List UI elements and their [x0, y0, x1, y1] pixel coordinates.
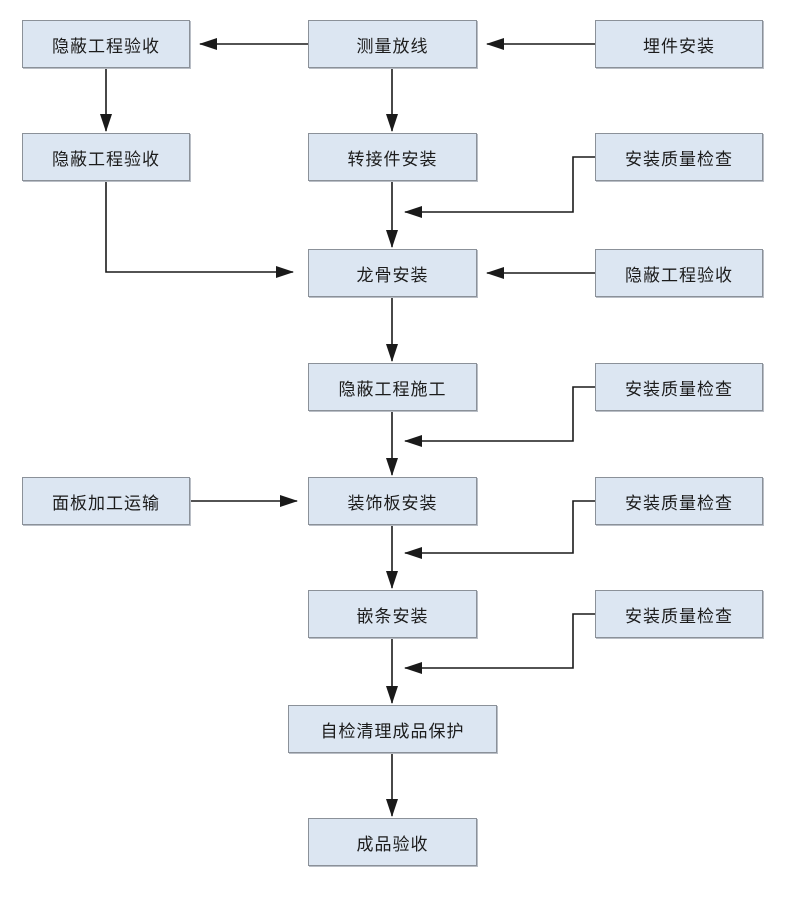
node-adapter-installation: 转接件安装: [308, 133, 477, 181]
node-concealed-work-acceptance-1: 隐蔽工程验收: [22, 20, 190, 68]
node-decorative-panel-installation: 装饰板安装: [308, 477, 477, 525]
arrow-acceptance2-to-keel: [105, 181, 294, 278]
node-concealed-work-acceptance-3: 隐蔽工程验收: [595, 249, 763, 297]
node-panel-processing-transport: 面板加工运输: [22, 477, 190, 525]
node-installation-quality-check-4: 安装质量检查: [595, 590, 763, 638]
node-finished-product-acceptance: 成品验收: [308, 818, 477, 866]
node-self-check-cleanup-product-protection: 自检清理成品保护: [288, 705, 497, 753]
node-installation-quality-check-2: 安装质量检查: [595, 363, 763, 411]
node-concealed-work-acceptance-2: 隐蔽工程验收: [22, 133, 190, 181]
node-embedded-parts-installation: 埋件安装: [595, 20, 763, 68]
node-survey-setting-out: 测量放线: [308, 20, 477, 68]
node-trim-strip-installation: 嵌条安装: [308, 590, 477, 638]
node-installation-quality-check-3: 安装质量检查: [595, 477, 763, 525]
node-installation-quality-check-1: 安装质量检查: [595, 133, 763, 181]
node-keel-installation: 龙骨安装: [308, 249, 477, 297]
node-concealed-work-construction: 隐蔽工程施工: [308, 363, 477, 411]
